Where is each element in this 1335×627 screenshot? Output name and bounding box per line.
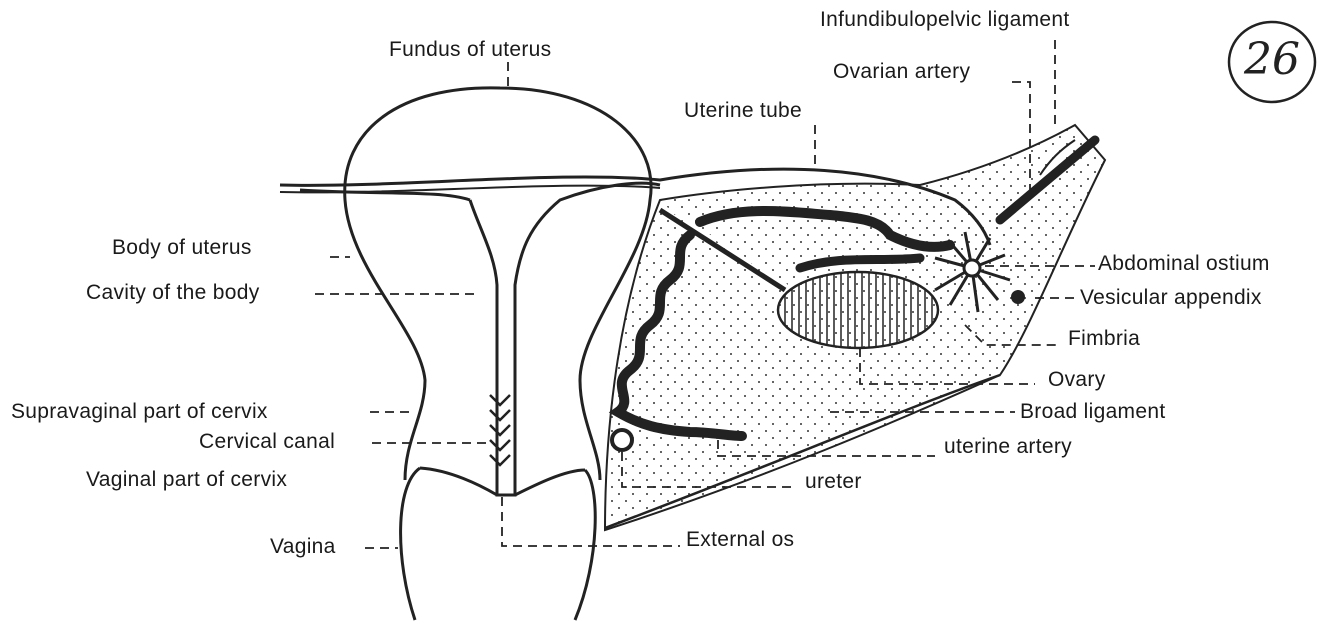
vesicular-appendix-shape — [1011, 290, 1025, 304]
label-supravaginal-part-of-cervix: Supravaginal part of cervix — [11, 400, 268, 424]
label-uterine-artery: uterine artery — [944, 435, 1072, 459]
abdominal-ostium-shape — [964, 260, 980, 276]
label-vesicular-appendix: Vesicular appendix — [1080, 286, 1262, 310]
label-abdominal-ostium: Abdominal ostium — [1098, 252, 1270, 276]
label-fundus-of-uterus: Fundus of uterus — [389, 38, 551, 62]
label-cervical-canal: Cervical canal — [199, 430, 335, 454]
vagina-outline — [401, 468, 420, 620]
ovary-shape — [778, 272, 938, 348]
figure-number: 26 — [1244, 36, 1300, 84]
label-infundibulopelvic-ligament: Infundibulopelvic ligament — [820, 8, 1069, 32]
label-ureter: ureter — [805, 470, 862, 494]
label-broad-ligament: Broad ligament — [1020, 400, 1165, 424]
ureter-ring — [612, 430, 632, 450]
vagina-outline-right — [575, 470, 595, 620]
label-vaginal-part-of-cervix: Vaginal part of cervix — [86, 468, 287, 492]
label-fimbria: Fimbria — [1068, 327, 1140, 351]
label-ovarian-artery: Ovarian artery — [833, 60, 970, 84]
label-cavity-of-the-body: Cavity of the body — [86, 281, 260, 305]
label-external-os: External os — [686, 528, 794, 552]
label-ovary: Ovary — [1048, 368, 1106, 392]
label-body-of-uterus: Body of uterus — [112, 236, 252, 260]
label-uterine-tube: Uterine tube — [684, 99, 802, 123]
label-vagina: Vagina — [270, 535, 336, 559]
